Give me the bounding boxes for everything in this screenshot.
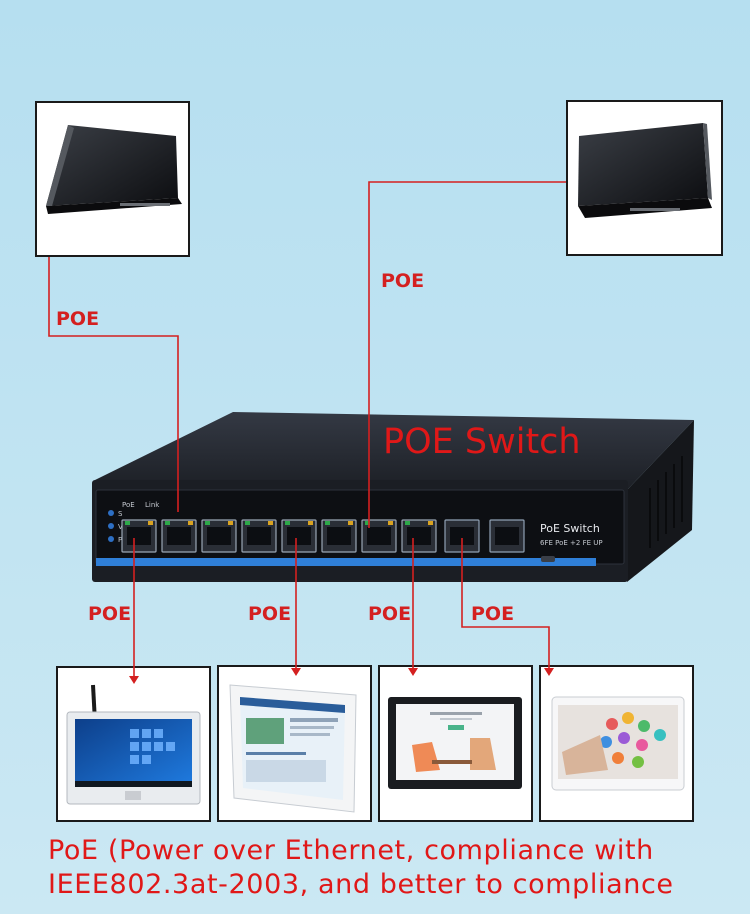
port-led-green bbox=[325, 521, 330, 525]
led-label-s: S bbox=[118, 510, 123, 518]
arrowhead-2 bbox=[291, 668, 301, 676]
port-led-amber bbox=[188, 521, 193, 525]
port-socket bbox=[127, 527, 151, 545]
link-label-top-left: POE bbox=[56, 308, 99, 330]
port-led-green bbox=[285, 521, 290, 525]
app-tablet-icon bbox=[551, 696, 685, 791]
switch-brand-label: PoE Switch bbox=[540, 522, 600, 535]
port-socket bbox=[495, 527, 519, 545]
link-indicator-label: Link bbox=[145, 501, 160, 509]
link-label-bottom-2: POE bbox=[248, 603, 291, 625]
link-line-top-left bbox=[48, 257, 179, 512]
web-tablet-icon bbox=[229, 684, 357, 813]
link-label-bottom-1: POE bbox=[88, 603, 131, 625]
arrowheads bbox=[129, 668, 554, 684]
tablet-top-right-icon bbox=[578, 123, 712, 218]
port-led-green bbox=[165, 521, 170, 525]
link-label-bottom-4: POE bbox=[471, 603, 514, 625]
port-led-green bbox=[405, 521, 410, 525]
port-led-amber bbox=[268, 521, 273, 525]
connection-lines bbox=[48, 181, 566, 676]
port-socket bbox=[287, 527, 311, 545]
caption-line-2: IEEE802.3at-2003, and better to complian… bbox=[48, 869, 674, 900]
port-led-green bbox=[205, 521, 210, 525]
port-led-amber bbox=[308, 521, 313, 525]
link-label-bottom-3: POE bbox=[368, 603, 411, 625]
link-line-top-right bbox=[368, 181, 566, 528]
led-label-v: V bbox=[118, 523, 123, 531]
port-led-green bbox=[125, 521, 130, 525]
port-socket bbox=[450, 527, 474, 545]
poe-indicator-label: PoE bbox=[122, 501, 135, 509]
port-led-amber bbox=[228, 521, 233, 525]
port-socket bbox=[207, 527, 231, 545]
caption-line-1: PoE (Power over Ethernet, compliance wit… bbox=[48, 835, 654, 866]
port-led-green bbox=[365, 521, 370, 525]
port-led-amber bbox=[348, 521, 353, 525]
port-socket bbox=[367, 527, 391, 545]
port-socket bbox=[167, 527, 191, 545]
port-led-green bbox=[245, 521, 250, 525]
switch-title: POE Switch bbox=[383, 422, 581, 462]
led-label-p: P bbox=[118, 536, 122, 544]
switch-ports bbox=[121, 519, 525, 553]
arrowhead-1 bbox=[129, 676, 139, 684]
arrowhead-4 bbox=[544, 668, 554, 676]
port-led-amber bbox=[428, 521, 433, 525]
windows-tablet-icon bbox=[66, 684, 201, 805]
tablet-top-left-icon bbox=[46, 125, 182, 214]
monitor-icon bbox=[388, 697, 522, 789]
port-socket bbox=[407, 527, 431, 545]
port-led-amber bbox=[148, 521, 153, 525]
link-line-bottom-4 bbox=[461, 538, 550, 668]
port-socket bbox=[247, 527, 271, 545]
switch-model-label: 6FE PoE +2 FE UP bbox=[540, 539, 603, 547]
arrowhead-3 bbox=[408, 668, 418, 676]
poe-switch-icon: S V P PoE Link PoE Switch 6FE PoE +2 FE … bbox=[92, 412, 694, 582]
port-socket bbox=[327, 527, 351, 545]
port-led-amber bbox=[388, 521, 393, 525]
link-label-top-right: POE bbox=[381, 270, 424, 292]
